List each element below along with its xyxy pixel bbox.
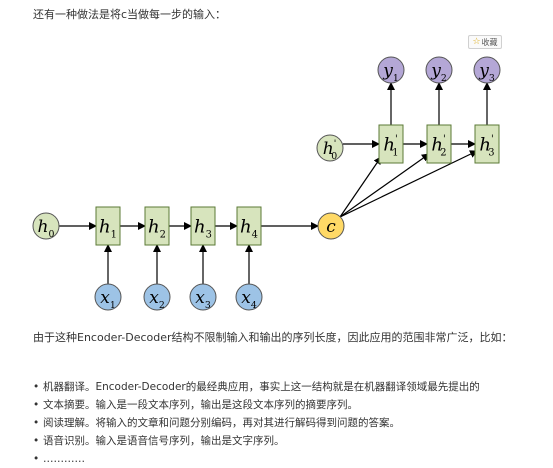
arrow-c-h3p xyxy=(339,150,478,218)
input-x4 xyxy=(235,283,263,311)
h0-node xyxy=(32,212,60,240)
output-y2 xyxy=(425,56,453,84)
arrow-c-h1p xyxy=(339,156,382,218)
output-y3-label: y3 xyxy=(478,61,495,84)
input-x1 xyxy=(94,283,122,311)
output-y1-label: y1 xyxy=(382,61,399,84)
decoder-h2-prime-label: h'2 xyxy=(431,134,446,159)
application-list: •机器翻译。Encoder-Decoder的最经典应用，事实上这一结构就是在机器… xyxy=(33,378,480,468)
encoder-h3-label: h3 xyxy=(194,216,212,240)
encoder-h4 xyxy=(236,206,262,246)
list-item: •阅读理解。将输入的文章和问题分别编码，再对其进行解码得到问题的答案。 xyxy=(33,417,400,429)
context-c-node-label: c xyxy=(326,217,336,237)
input-x2-label: x2 xyxy=(149,288,165,311)
input-x4-label: x4 xyxy=(241,288,257,311)
arrow-c-h2p xyxy=(339,153,430,218)
decoder-h1-prime-label: h'1 xyxy=(383,134,398,159)
favorite-button[interactable]: ☆ 收藏 xyxy=(468,35,502,49)
input-x1-label: x1 xyxy=(100,288,116,311)
decoder-h2-prime xyxy=(426,124,452,164)
output-y2-label: y2 xyxy=(430,61,447,84)
encoder-h2 xyxy=(144,206,170,246)
input-x3-label: x3 xyxy=(195,288,211,311)
h0-node-label: h0 xyxy=(38,217,55,240)
list-item: •文本摘要。输入是一段文本序列，输出是这段文本序列的摘要序列。 xyxy=(33,399,358,411)
context-c-node xyxy=(317,212,345,240)
description-paragraph: 由于这种Encoder-Decoder结构不限制输入和输出的序列长度，因此应用的… xyxy=(33,331,513,344)
decoder-h3-prime-label: h'3 xyxy=(479,134,494,159)
decoder-h1-prime xyxy=(378,124,404,164)
encoder-h2-label: h2 xyxy=(148,216,166,240)
diagram-edges xyxy=(59,82,491,284)
encoder-h4-label: h4 xyxy=(240,216,258,240)
h0-prime-node-label: h'0 xyxy=(323,138,337,162)
favorite-label: 收藏 xyxy=(481,37,498,47)
encoder-h1-label: h1 xyxy=(99,216,117,240)
h0-prime-node xyxy=(316,134,344,162)
input-x2 xyxy=(143,283,171,311)
encoder-decoder-diagram: h0 h1 h2 h3 h4 x1 x2 x3 x4 c h'0 h'1 h'2 h'3 y1 y2 y3 xyxy=(32,56,501,311)
list-item: •机器翻译。Encoder-Decoder的最经典应用，事实上这一结构就是在机器… xyxy=(33,381,480,393)
diagram-nodes: h0 h1 h2 h3 h4 x1 x2 x3 x4 c h'0 h'1 h'2 h'3 y1 y2 y3 xyxy=(32,56,501,311)
encoder-h3 xyxy=(190,206,216,246)
input-x3 xyxy=(189,283,217,311)
output-y3 xyxy=(473,56,501,84)
decoder-h3-prime xyxy=(474,124,500,164)
output-y1 xyxy=(377,56,405,84)
star-icon: ☆ xyxy=(472,36,481,47)
encoder-h1 xyxy=(95,206,121,246)
list-item: •………… xyxy=(33,453,85,465)
intro-text: 还有一种做法是将c当做每一步的输入： xyxy=(33,8,227,21)
list-item: •语音识别。输入是语音信号序列，输出是文字序列。 xyxy=(33,435,285,447)
